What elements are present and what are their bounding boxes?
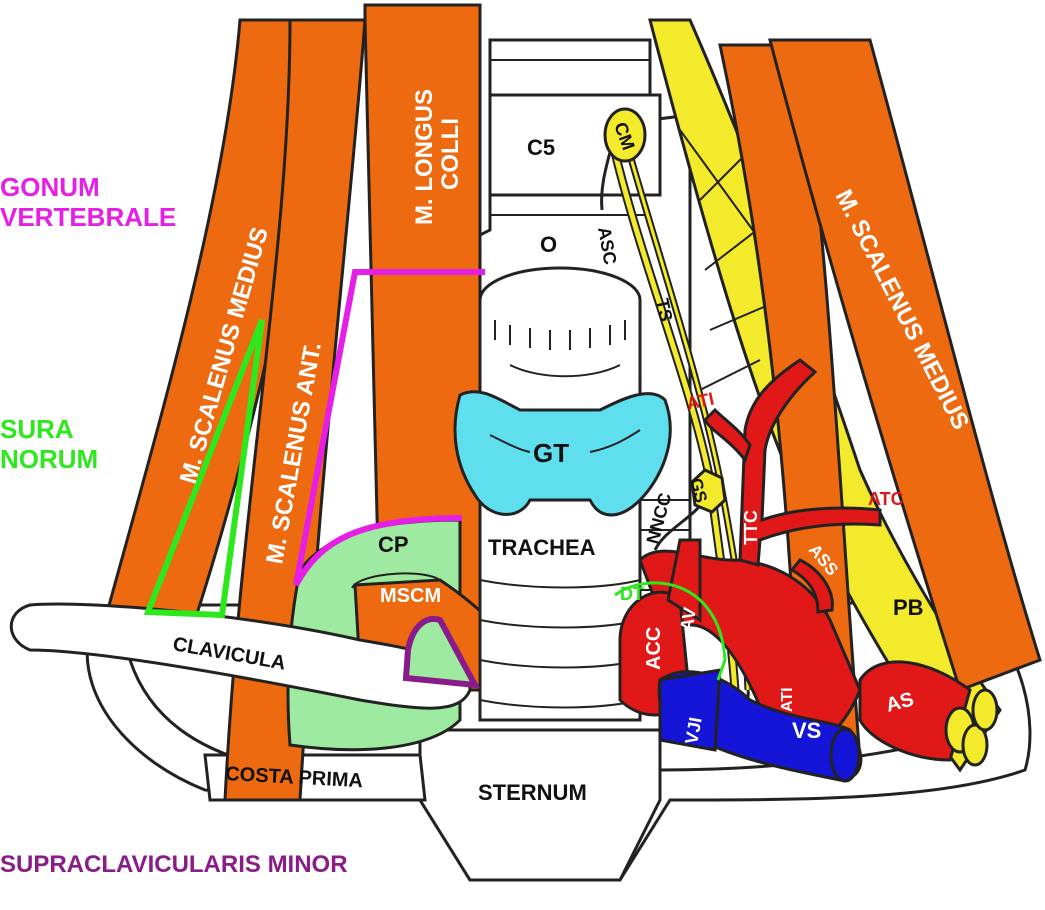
label-pb: PB [893,595,924,620]
label-gt: GT [533,438,569,468]
label-trachea: TRACHEA [488,535,596,560]
label-c5: C5 [527,135,555,160]
label-dt: DT [620,584,644,604]
label-acc: ACC [643,627,665,670]
label-o: O [540,232,557,257]
pb-cord-3 [973,690,997,730]
larynx-cartilage [480,300,640,415]
sternum-shape [420,730,660,880]
label-fissura-2: NORUM [0,444,98,474]
label-vs: VS [792,718,821,743]
label-m-longus-colli-2: COLLI [437,118,464,190]
label-fissura-1: SURA [0,414,74,444]
label-mscm: MSCM [380,585,441,607]
label-trigonum-1: GONUM [0,172,100,202]
label-fossa-minor: SUPRACLAVICULARIS MINOR [0,851,348,878]
label-trigonum-2: VERTEBRALE [0,202,176,232]
label-ttc: TTC [741,510,761,545]
label-sternum: STERNUM [478,780,587,805]
label-av: AV [676,606,700,633]
vena-subclavia-end [831,729,859,781]
label-atc: ATC [868,489,904,509]
label-ati-top: ATI [685,389,716,414]
label-cp: CP [378,532,409,557]
label-ati-bottom: ATI [779,687,796,712]
label-m-longus-colli-1: M. LONGUS [411,89,438,225]
